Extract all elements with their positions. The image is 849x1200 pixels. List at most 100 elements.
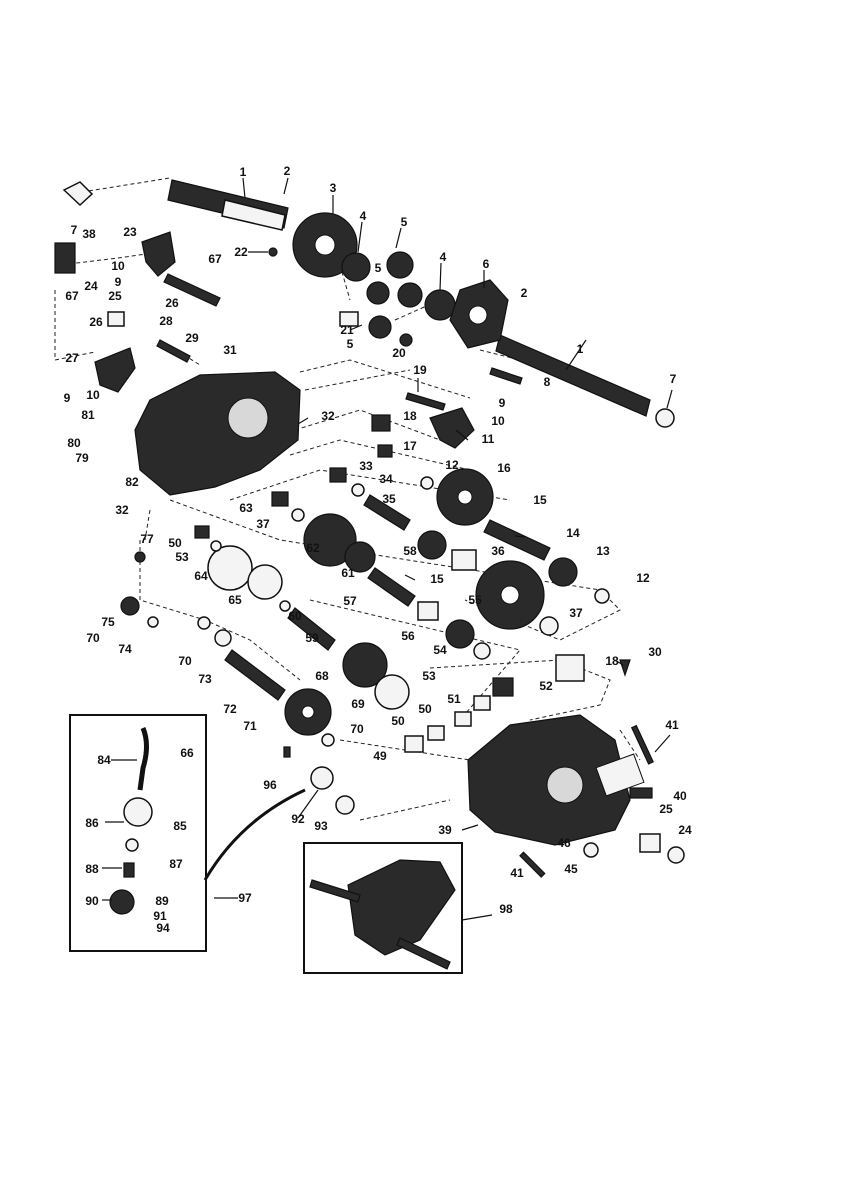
callout-c50a: 50 xyxy=(168,536,182,550)
callout-c45: 45 xyxy=(564,862,578,876)
callout-c19: 19 xyxy=(413,363,427,377)
bushing-17 xyxy=(377,444,393,458)
bushing-77 xyxy=(134,551,146,563)
washer-73 xyxy=(214,629,232,647)
bolt-41-upper xyxy=(630,724,654,765)
washer-70-a xyxy=(147,616,159,628)
callout-c2a: 2 xyxy=(284,164,291,178)
bushing-63 xyxy=(271,491,289,507)
callout-c64: 64 xyxy=(194,569,208,583)
callout-c1b: 1 xyxy=(577,342,584,356)
callout-c88: 88 xyxy=(85,862,99,876)
callout-c16: 16 xyxy=(497,461,511,475)
callout-c8: 8 xyxy=(544,375,551,389)
callout-c46: 46 xyxy=(557,836,571,850)
callout-c93: 93 xyxy=(314,819,328,833)
callout-c70c: 70 xyxy=(350,722,364,736)
washer-70-b xyxy=(197,616,211,630)
callout-c80: 80 xyxy=(67,436,81,450)
callout-c23: 23 xyxy=(123,225,137,239)
callout-c81: 81 xyxy=(81,408,95,422)
gear-58 xyxy=(417,530,447,560)
shift-rod-26 xyxy=(163,273,221,307)
callout-c79: 79 xyxy=(75,451,89,465)
gear-71-hub xyxy=(301,705,315,719)
washer-53-lower xyxy=(473,642,491,660)
shift-rod-28 xyxy=(156,339,191,363)
callout-c20: 20 xyxy=(392,346,406,360)
disc-65 xyxy=(247,564,283,600)
callout-c37b: 37 xyxy=(569,606,583,620)
callout-c74: 74 xyxy=(118,642,132,656)
callout-c89: 89 xyxy=(155,894,169,908)
callout-c26a: 26 xyxy=(165,296,179,310)
shaft-59 xyxy=(287,607,336,651)
shaft-14 xyxy=(483,519,551,561)
shaft-72 xyxy=(224,649,286,701)
callout-c13: 13 xyxy=(596,544,610,558)
gear-16-hub xyxy=(457,489,473,505)
bushing-33 xyxy=(329,467,347,483)
spring-87 xyxy=(125,838,139,852)
callout-c9a: 9 xyxy=(115,275,122,289)
callout-c96: 96 xyxy=(263,778,277,792)
gear-61 xyxy=(344,541,376,573)
callout-c82: 82 xyxy=(125,475,139,489)
callout-c3: 3 xyxy=(330,181,337,195)
callout-c4b: 4 xyxy=(440,250,447,264)
callout-c53b: 53 xyxy=(422,669,436,683)
axle-shaft-1-upper xyxy=(221,199,286,231)
callout-c29: 29 xyxy=(185,331,199,345)
callout-c10b: 10 xyxy=(86,388,100,402)
seal-92 xyxy=(310,766,334,790)
callout-c75: 75 xyxy=(101,615,115,629)
bushing-36 xyxy=(451,549,477,571)
callout-c10a: 10 xyxy=(111,259,125,273)
callout-c22: 22 xyxy=(234,245,248,259)
callout-c32a: 32 xyxy=(321,409,335,423)
bushing-18-upper xyxy=(371,414,391,432)
callout-c15a: 15 xyxy=(533,493,547,507)
callout-c92: 92 xyxy=(291,812,305,826)
washer-12-upper xyxy=(420,476,434,490)
callout-c60: 60 xyxy=(288,609,302,623)
callout-c49: 49 xyxy=(373,749,387,763)
callout-c66: 66 xyxy=(180,746,194,760)
bushing-51 xyxy=(473,695,491,711)
callout-c10c: 10 xyxy=(491,414,505,428)
callout-c7a: 7 xyxy=(71,223,78,237)
callout-c28: 28 xyxy=(159,314,173,328)
callout-c12b: 12 xyxy=(636,571,650,585)
shaft-35 xyxy=(363,494,411,531)
washer-60 xyxy=(279,600,291,612)
callout-c85: 85 xyxy=(173,819,187,833)
assembled-transmission-inset xyxy=(303,842,463,974)
callout-c27: 27 xyxy=(65,351,79,365)
callout-c58: 58 xyxy=(403,544,417,558)
callout-c4a: 4 xyxy=(360,209,367,223)
bushing-20 xyxy=(399,333,413,347)
bushing-21 xyxy=(339,311,359,327)
shift-fork-23 xyxy=(141,231,176,277)
washer-24-lower xyxy=(667,846,685,864)
callout-c41b: 41 xyxy=(510,866,524,880)
callout-c40: 40 xyxy=(673,789,687,803)
assembled-unit xyxy=(347,859,456,956)
axle-shaft-1-lower xyxy=(495,334,651,417)
callout-c62: 62 xyxy=(306,541,320,555)
callout-c69: 69 xyxy=(351,697,365,711)
callout-c71: 71 xyxy=(243,719,257,733)
callout-c61: 61 xyxy=(341,566,355,580)
bracket-38 xyxy=(54,242,76,274)
callout-c91: 91 xyxy=(153,909,167,923)
shift-assembly-inset xyxy=(69,714,306,952)
shafts xyxy=(156,179,651,701)
seal-93 xyxy=(335,795,355,815)
shift-lever-27 xyxy=(94,347,136,393)
pin-8 xyxy=(489,367,523,385)
washer-37-upper xyxy=(291,508,305,522)
callout-c53a: 53 xyxy=(175,550,189,564)
callout-c56: 56 xyxy=(401,629,415,643)
callout-c41a: 41 xyxy=(665,718,679,732)
callout-c1a: 1 xyxy=(240,165,247,179)
